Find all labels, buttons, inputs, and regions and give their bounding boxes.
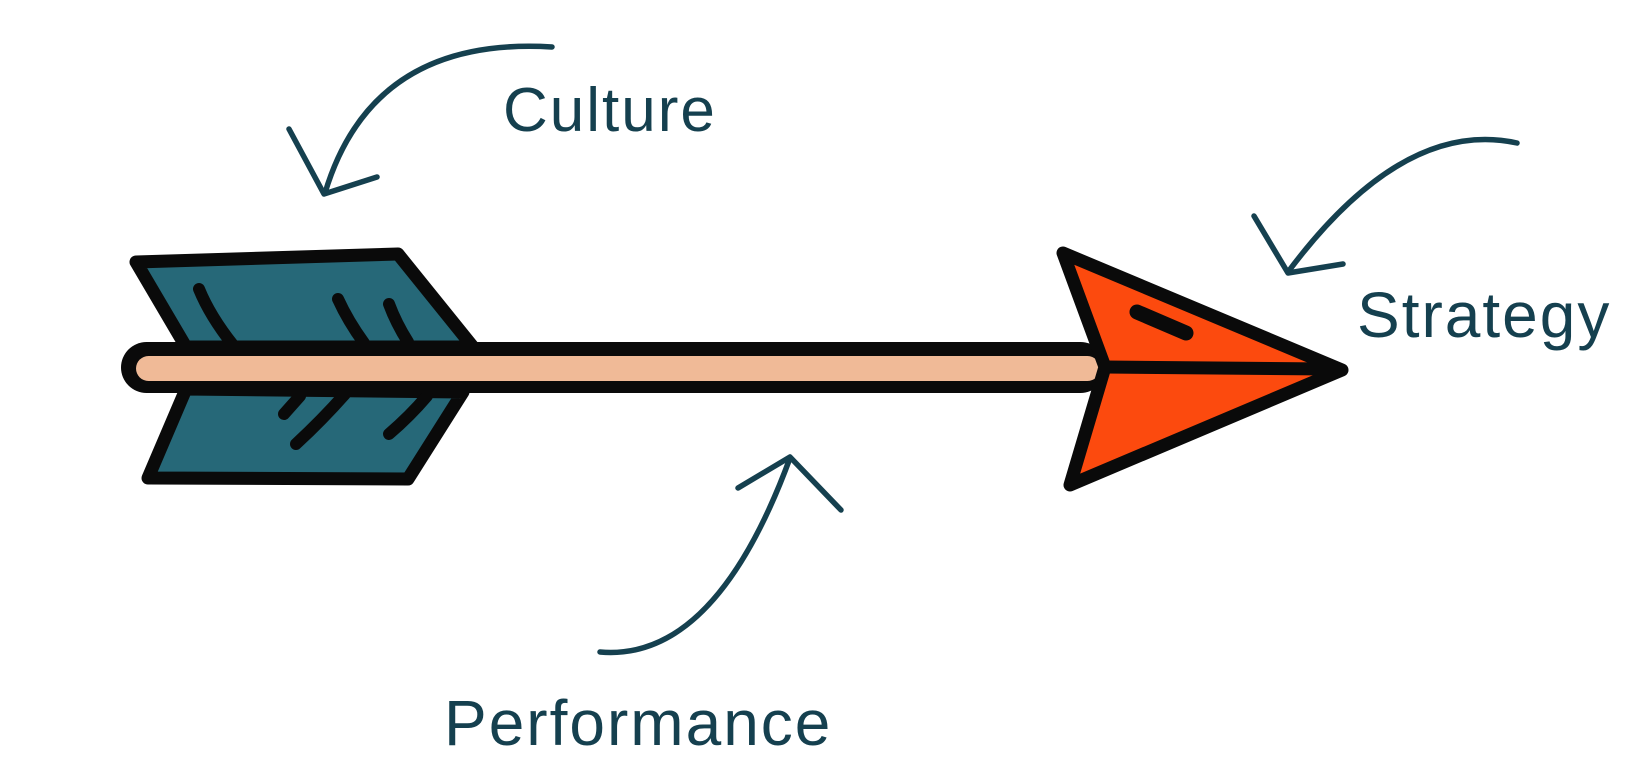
arrow-shaft-icon — [121, 342, 1106, 393]
fletching-barb-icon — [290, 388, 351, 450]
fletching-barb-icon — [193, 283, 239, 351]
performance-arrow-curve — [597, 455, 793, 656]
arrowhead-center-line — [1098, 360, 1335, 376]
strategy-curved-arrow-icon — [1251, 136, 1520, 276]
culture-arrowhead-v — [286, 126, 380, 197]
performance-curved-arrow-icon — [597, 454, 844, 656]
culture-label: Culture — [503, 76, 717, 145]
culture-arrow-curve — [322, 43, 555, 196]
fletching-barb-icon — [383, 390, 433, 440]
fletching-barb-icon — [332, 293, 370, 349]
fletching-barb-icon — [383, 298, 414, 348]
shaft-inner — [136, 356, 1100, 381]
strategy-arrow-curve — [1285, 136, 1520, 275]
strategy-arrowhead-v — [1251, 213, 1346, 276]
performance-label: Performance — [444, 687, 833, 759]
performance-arrowhead-v — [735, 454, 844, 513]
arrowhead-icon — [1056, 246, 1349, 492]
fletching-barb-icon — [278, 390, 306, 420]
arrowhead-dash — [1129, 304, 1194, 341]
fletching-top — [129, 247, 480, 354]
strategy-label: Strategy — [1357, 279, 1612, 351]
culture-curved-arrow-icon — [286, 43, 555, 197]
